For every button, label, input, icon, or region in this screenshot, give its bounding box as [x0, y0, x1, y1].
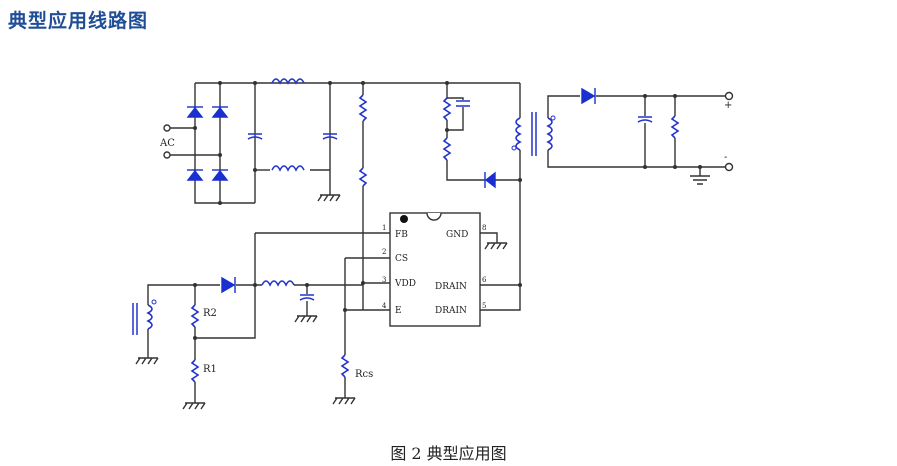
pin-label-drain-5: DRAIN: [435, 306, 467, 316]
bridge-rectifier: [163, 81, 520, 205]
output-stage: [581, 87, 734, 185]
minus-label: -: [724, 152, 727, 163]
rcs-label: Rcs: [355, 369, 373, 380]
pin-label-drain-6: DRAIN: [435, 282, 467, 292]
plus-label: +: [724, 100, 732, 111]
pin-number: 8: [482, 224, 486, 232]
pin-label-cs: CS: [395, 254, 408, 264]
r1-label: R1: [203, 364, 217, 375]
pin-number: 6: [482, 276, 487, 284]
pin-label-gnd: GND: [446, 230, 468, 240]
pin-label-fb: FB: [395, 230, 408, 240]
r2-label: R2: [203, 308, 217, 319]
ac-label: AC: [159, 138, 175, 149]
page-title: 典型应用线路图: [8, 10, 149, 32]
snubber: [442, 81, 522, 189]
pin-label-e: E: [395, 306, 402, 316]
ic-chip: [389, 212, 481, 327]
pin-number: 1: [382, 224, 386, 232]
pin-number: 5: [482, 302, 486, 310]
input-filter: [247, 78, 341, 203]
transformer: [511, 83, 725, 285]
pin-number: 4: [382, 302, 387, 310]
startup-resistor: [358, 81, 368, 310]
pin-number: 3: [382, 276, 386, 284]
rcs-resistor: [332, 354, 356, 405]
pin-label-vdd: VDD: [394, 279, 416, 289]
figure-caption: 图 2 典型应用图: [390, 444, 507, 463]
aux-supply: [132, 276, 363, 410]
chip-wiring: [195, 232, 522, 355]
pin-number: 2: [382, 248, 386, 256]
